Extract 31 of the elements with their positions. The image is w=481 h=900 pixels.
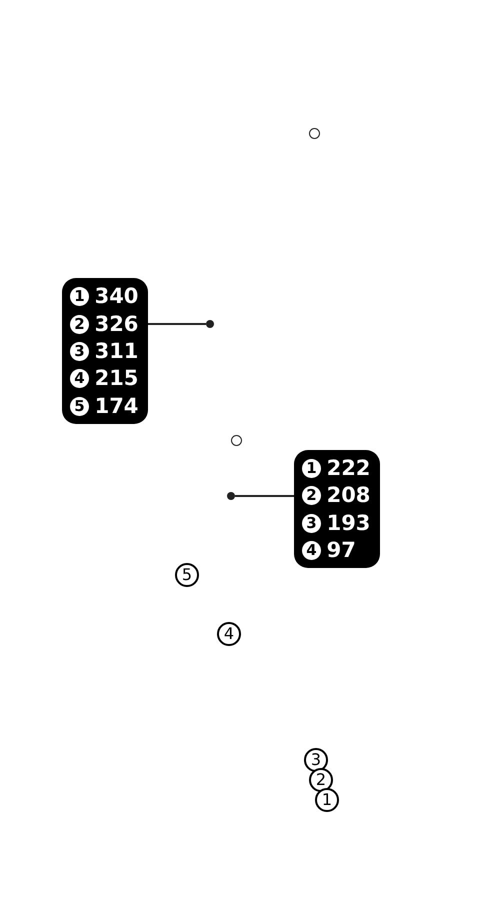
value-text: 208 xyxy=(326,482,372,510)
value-text: 215 xyxy=(94,365,140,392)
value-text: 222 xyxy=(326,455,372,482)
row-number: 3 xyxy=(70,342,89,361)
callout-number: 3 xyxy=(304,748,328,772)
leader-dot xyxy=(206,320,214,328)
value-text: 326 xyxy=(94,310,140,338)
row-number: 5 xyxy=(70,396,89,416)
leader-dot xyxy=(227,492,235,500)
leader-line xyxy=(235,495,294,497)
point-marker xyxy=(309,128,320,139)
row-number: 4 xyxy=(70,369,89,388)
callout-number: 4 xyxy=(217,622,241,646)
callout-number: 2 xyxy=(309,768,333,792)
value-text: 97 xyxy=(326,536,357,564)
row-number: 3 xyxy=(302,514,321,533)
leader-line xyxy=(148,323,206,325)
row-number: 2 xyxy=(70,314,89,334)
value-text: 340 xyxy=(94,283,140,310)
row-number: 1 xyxy=(302,459,321,478)
value-text: 311 xyxy=(94,338,140,365)
callout-panel xyxy=(294,450,380,568)
callout-panel xyxy=(62,278,148,424)
callout-number: 5 xyxy=(175,563,199,587)
row-number: 2 xyxy=(302,486,321,506)
value-text: 193 xyxy=(326,510,372,537)
callout-number: 1 xyxy=(315,788,339,812)
value-text: 174 xyxy=(94,392,140,420)
row-number: 4 xyxy=(302,540,321,560)
row-number: 1 xyxy=(70,287,89,306)
point-marker xyxy=(231,435,242,446)
